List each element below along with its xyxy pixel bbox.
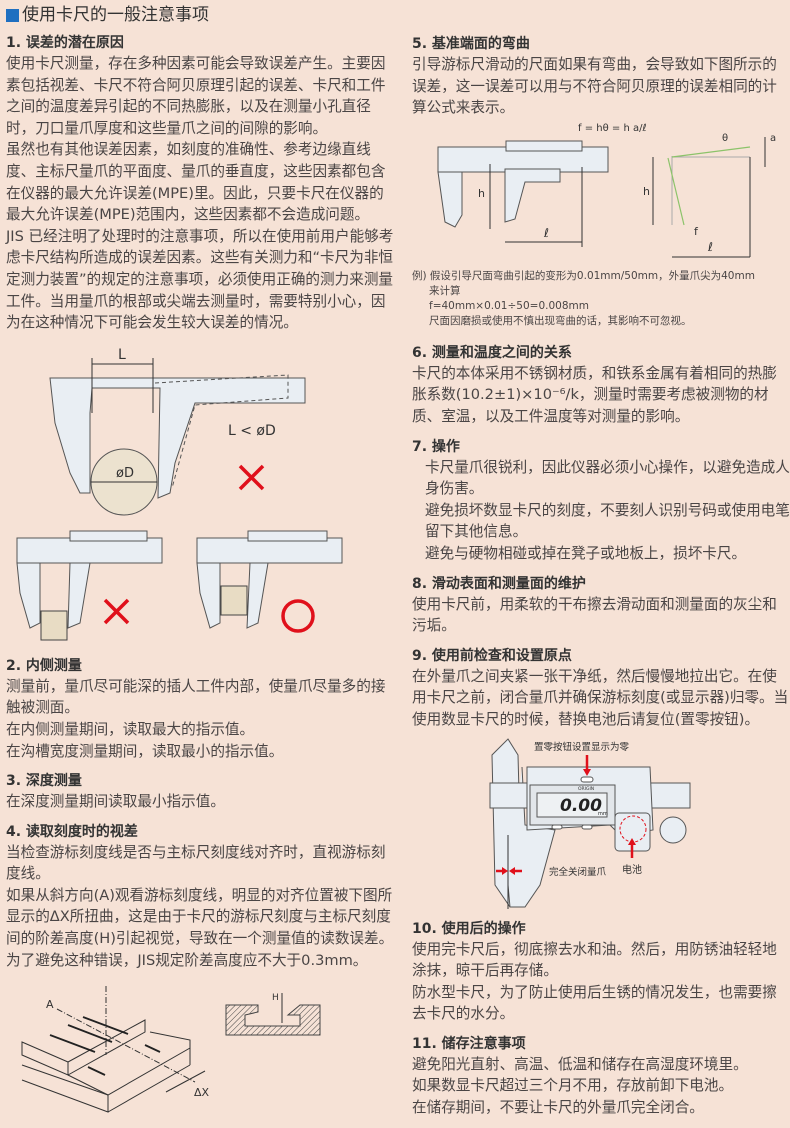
- wrong-mark-icon: [238, 464, 265, 490]
- caliper-jaws: [49, 377, 306, 499]
- paragraph: 防水型卡尺，为了防止使用后生锈的情况发生，也需要擦去卡尺的水分。: [412, 983, 777, 1023]
- paragraph: 引导游标尺滑动的尺面如果有弯曲，会导致如下图所示的误差，这一误差可以用与不符合阿…: [412, 56, 777, 117]
- label-condition: L < øD: [228, 423, 276, 439]
- arrow-up-icon: [628, 837, 636, 845]
- label-A: A: [46, 998, 54, 1011]
- example-formula: f=40mm×0.01÷50=0.008mm: [429, 299, 589, 312]
- section-heading: 11. 储存注意事项: [412, 1035, 526, 1052]
- section-heading: 7. 操作: [412, 438, 460, 455]
- section-7: 7. 操作 卡尺量爪很锐利，因此仪器必须小心操作，以避免造成人身伤害。 避免损坏…: [412, 437, 790, 565]
- section-heading: 6. 测量和温度之间的关系: [412, 344, 572, 361]
- paragraph: 使用卡尺前，用柔软的干布擦去滑动面和测量面的灰尘和污垢。: [412, 595, 777, 635]
- origin-button: [580, 776, 594, 782]
- section-8: 8. 滑动表面和测量面的维护 使用卡尺前，用柔软的干布擦去滑动面和测量面的灰尘和…: [412, 574, 790, 637]
- section-2: 2. 内侧测量 测量前，量爪尽可能深的插人工件内部，使量爪尽量多的接触被测面。 …: [6, 656, 394, 762]
- paragraph: 使用完卡尺后，彻底擦去水和油。然后，用防锈油轻轻地涂抹，晾干后再存储。: [412, 940, 777, 980]
- title-square-icon: [6, 8, 19, 22]
- paragraph: 虽然也有其他误差因素，如刻度的准确性、参考边缘直线度、主标尺量爪的平面度、量爪的…: [6, 141, 386, 224]
- wrong-mark-icon: [103, 598, 130, 624]
- caliper-wrong-figure: [16, 530, 163, 641]
- section-heading: 2. 内侧测量: [6, 657, 82, 674]
- paragraph: 测量前，量爪尽可能深的插人工件内部，使量爪尽量多的接触被测面。: [6, 677, 386, 717]
- page-title-text: 使用卡尺的一般注意事项: [22, 5, 209, 25]
- section-heading: 5. 基准端面的弯曲: [412, 36, 530, 52]
- formula: f = hθ = h a/ℓ: [578, 123, 647, 134]
- section-9: 9. 使用前检查和设置原点 在外量爪之间夹紧一张干净纸，然后慢慢地拉出它。在使用…: [412, 646, 790, 731]
- paragraph: 卡尺的本体采用不锈钢材质，和铁系金属有着相同的热膨胀系数(10.2±1)×10⁻…: [412, 364, 777, 425]
- origin-label: ORIGIN: [578, 786, 594, 792]
- section-5: 5. 基准端面的弯曲 引导游标尺滑动的尺面如果有弯曲，会导致如下图所示的误差，这…: [412, 34, 790, 119]
- caliper-correct-figure: [196, 530, 343, 629]
- paragraph: 在外量爪之间夹紧一张干净纸，然后慢慢地拉出它。在使用卡尺之前，闭合量爪并确保游标…: [412, 667, 789, 728]
- label-a: a: [770, 133, 776, 144]
- section-1: 1. 误差的潜在原因 使用卡尺测量，存在多种因素可能会导致误差产生。主要因素包括…: [6, 33, 394, 334]
- label-battery: 电池: [622, 863, 642, 876]
- label-f: f: [694, 225, 699, 238]
- section-heading: 1. 误差的潜在原因: [6, 35, 124, 51]
- label-L: L: [118, 347, 126, 363]
- label-h: h: [478, 187, 485, 200]
- parallax-figure: A ΔX H: [21, 986, 321, 1113]
- example-line: 例) 假设引导尺面弯曲引起的变形为0.01mm/50mm，外量爪尖为40mm: [412, 269, 755, 282]
- paragraph: 如果从斜方向(A)观看游标刻度线，明显的对齐位置被下图所显示的ΔX所扭曲，这是由…: [6, 886, 394, 969]
- section-4: 4. 读取刻度时的视差 当检查游标刻度线是否与主标尺刻度线对齐时，直视游标刻度线…: [6, 822, 394, 972]
- paragraph: 卡尺量爪很锐利，因此仪器必须小心操作，以避免造成人身伤害。: [425, 458, 790, 498]
- arrow-left-icon: [509, 866, 515, 875]
- label-H: H: [272, 993, 279, 1003]
- label-origin-button: 置零按钮设置显示为零: [534, 741, 630, 753]
- bending-figure: f = hθ = h a/ℓ h ℓ h ℓ θ a: [437, 123, 776, 258]
- paragraph: 在沟槽宽度测量期间，读取最小的指示值。: [6, 742, 284, 760]
- example-note: 尺面因磨损或使用不慎出现弯曲的话，其影响不可忽视。: [429, 314, 692, 327]
- paragraph: 避免损坏数显卡尺的刻度，不要刻人识别号码或使用电笔留下其他信息。: [425, 501, 790, 541]
- section-heading: 8. 滑动表面和测量面的维护: [412, 575, 586, 592]
- example-line: 来计算: [429, 284, 461, 297]
- paragraph: JIS 已经注明了处理时的注意事项，所以在使用前用户能够考虑卡尺结构所造成的误差…: [6, 227, 394, 332]
- paragraph: 当检查游标刻度线是否与主标尺刻度线对齐时，直视游标刻度线。: [6, 843, 386, 883]
- bending-example: 例) 假设引导尺面弯曲引起的变形为0.01mm/50mm，外量爪尖为40mm 来…: [412, 269, 790, 329]
- paragraph: 在深度测量期间读取最小指示值。: [6, 793, 225, 811]
- correct-mark-icon: [281, 598, 315, 633]
- lcd-display-value: 0.00: [560, 796, 602, 816]
- section-3: 3. 深度测量 在深度测量期间读取最小指示值。: [6, 771, 394, 813]
- paragraph: 避免与硬物相碰或掉在凳子或地板上，损坏卡尺。: [425, 544, 747, 562]
- section-11: 11. 储存注意事项 避免阳光直射、高温、低温和储存在高湿度环境里。 如果数显卡…: [412, 1034, 790, 1119]
- label-l: ℓ: [543, 226, 549, 240]
- section-heading: 10. 使用后的操作: [412, 920, 526, 937]
- inside-measurement-figure: L øD L < øD: [16, 347, 343, 641]
- paragraph: 在储存期间，不要让卡尺的外量爪完全闭合。: [412, 1099, 704, 1117]
- label-theta: θ: [722, 133, 728, 144]
- label-l: ℓ: [707, 240, 713, 254]
- lcd-unit: mm: [598, 811, 608, 817]
- section-heading: 9. 使用前检查和设置原点: [412, 647, 572, 664]
- paragraph: 使用卡尺测量，存在多种因素可能会导致误差产生。主要因素包括视差、卡尺不符合阿贝原…: [6, 55, 386, 137]
- page-title: 使用卡尺的一般注意事项: [6, 4, 394, 26]
- left-column: 使用卡尺的一般注意事项 1. 误差的潜在原因 使用卡尺测量，存在多种因素可能会导…: [6, 0, 394, 1116]
- label-delta-x: ΔX: [194, 1086, 210, 1099]
- paragraph: 在内侧测量期间，读取最大的指示值。: [6, 720, 255, 738]
- section-heading: 4. 读取刻度时的视差: [6, 823, 138, 840]
- right-column: 5. 基准端面的弯曲 引导游标尺滑动的尺面如果有弯曲，会导致如下图所示的误差，这…: [412, 0, 790, 1128]
- section-6: 6. 测量和温度之间的关系 卡尺的本体采用不锈钢材质，和铁系金属有着相同的热膨胀…: [412, 343, 790, 428]
- paragraph: 如果数显卡尺超过三个月不用，存放前卸下电池。: [412, 1077, 734, 1095]
- step-section-shape: [225, 1004, 321, 1036]
- paragraph: 避免阳光直射、高温、低温和储存在高湿度环境里。: [412, 1055, 748, 1073]
- label-close-jaws: 完全关闭量爪: [549, 866, 607, 878]
- section-heading: 3. 深度测量: [6, 773, 82, 790]
- digital-caliper-figure: 0.00 mm ORIGIN 置零按钮设置显示为零 电池 完全关闭量爪: [489, 737, 691, 909]
- arrow-right-icon: [502, 866, 508, 875]
- section-10: 10. 使用后的操作 使用完卡尺后，彻底擦去水和油。然后，用防锈油轻轻地涂抹，晾…: [412, 919, 790, 1025]
- arrow-down-icon: [583, 768, 591, 776]
- label-h: h: [643, 185, 650, 198]
- label-diameter: øD: [116, 466, 134, 481]
